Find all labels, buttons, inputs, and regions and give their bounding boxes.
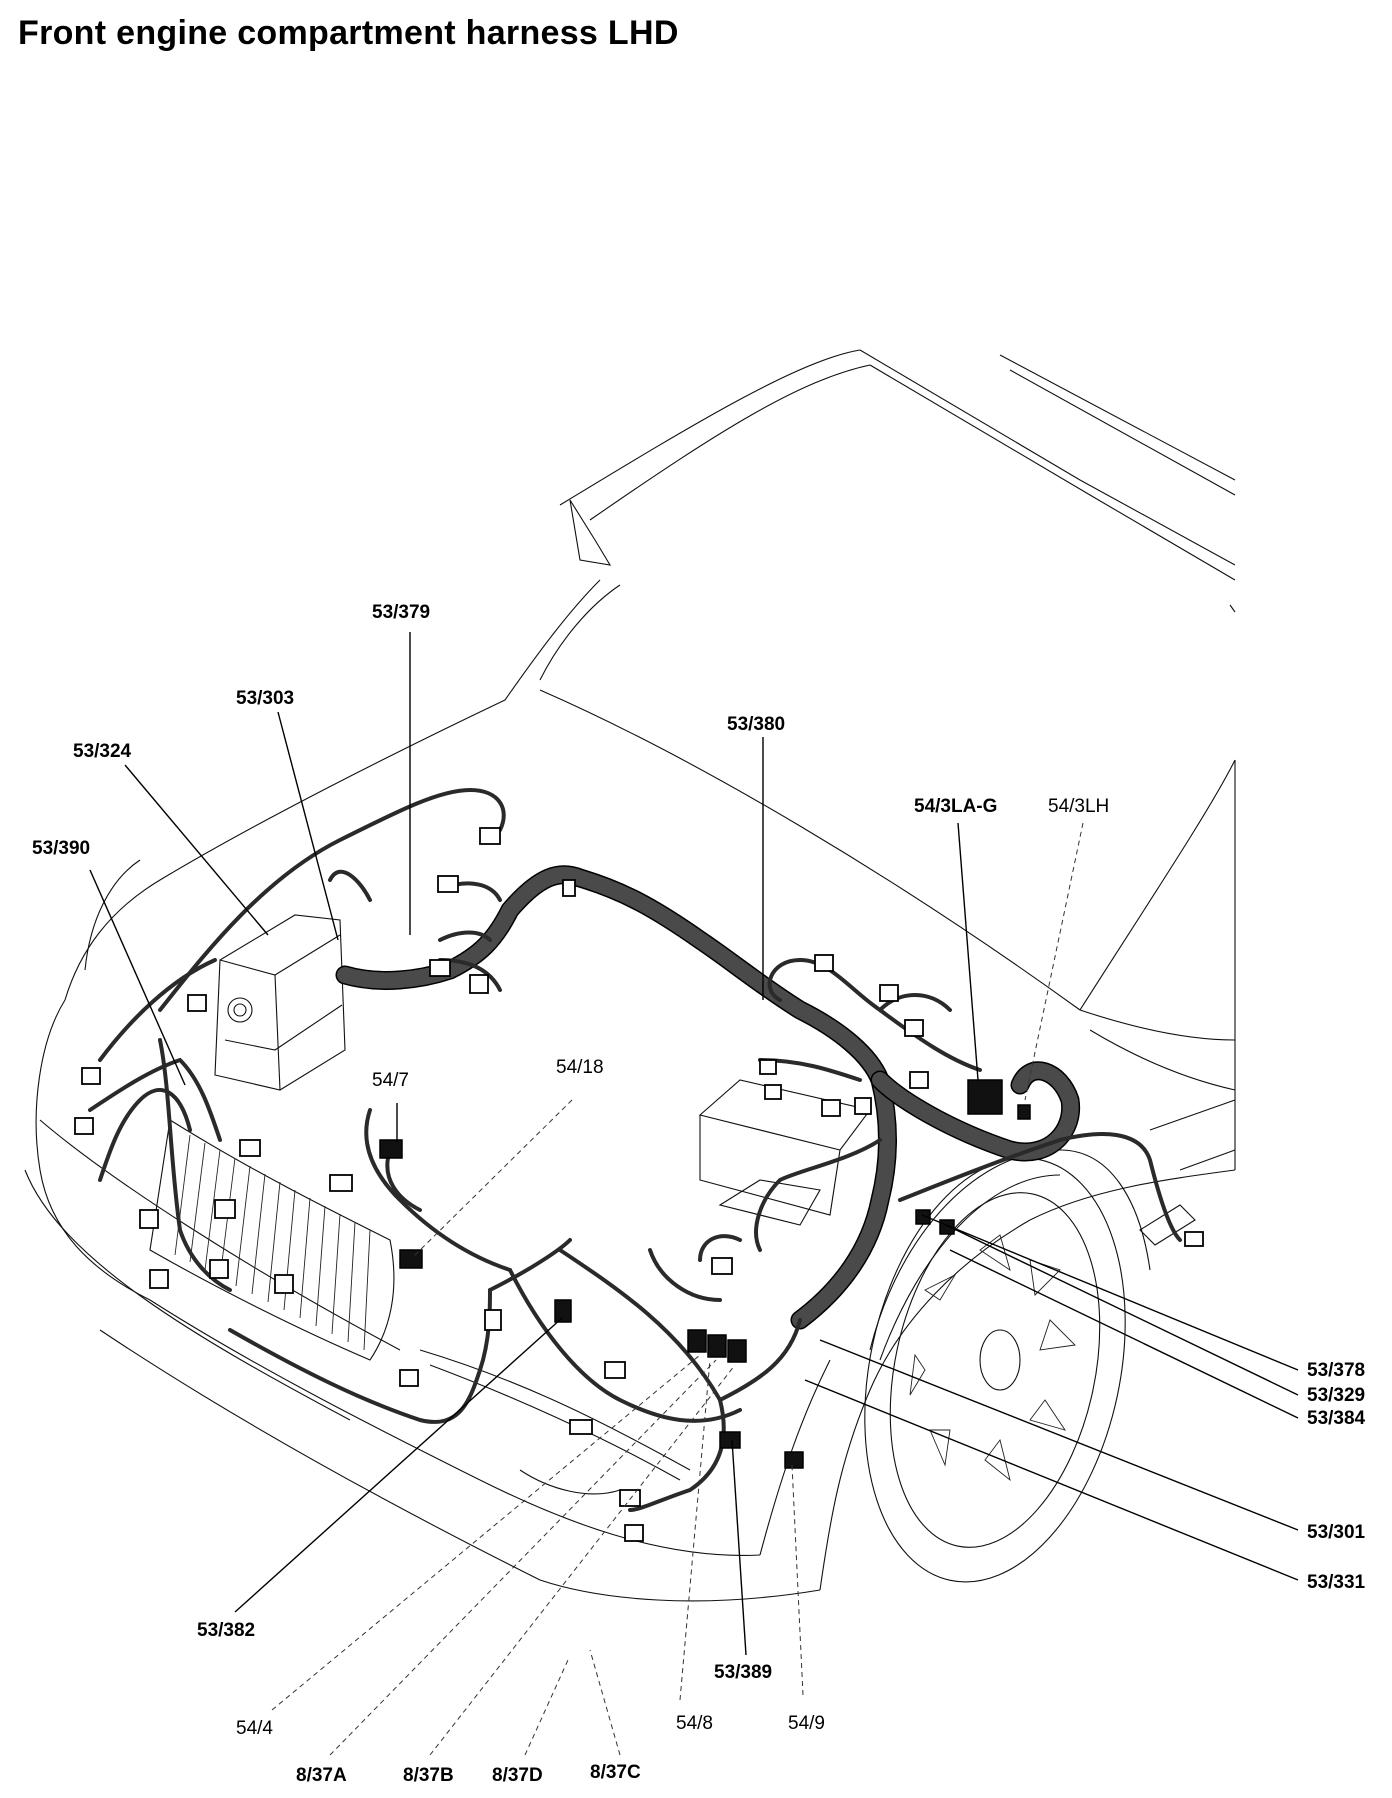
label-8-37c: 8/37C [590, 1762, 641, 1783]
label-53-324: 53/324 [73, 741, 132, 762]
connector [469, 974, 489, 994]
connector-53-382 [554, 1299, 572, 1323]
leader-lines [89, 632, 1299, 1756]
coolant-reservoir [214, 914, 346, 1091]
label-53-378: 53/378 [1307, 1360, 1366, 1381]
label-54-4: 54/4 [236, 1718, 273, 1739]
connector [399, 1369, 419, 1387]
page-title: Front engine compartment harness LHD [18, 14, 679, 52]
connector [764, 1084, 782, 1100]
label-54-8: 54/8 [676, 1713, 713, 1734]
connector [187, 994, 207, 1012]
label-53-382: 53/382 [197, 1620, 256, 1641]
label-53-329: 53/329 [1307, 1385, 1366, 1406]
label-53-389: 53/389 [714, 1662, 773, 1683]
label-54-3la-g: 54/3LA-G [914, 796, 998, 817]
connector [711, 1257, 733, 1275]
connector [619, 1489, 641, 1507]
connector-54-7 [379, 1139, 403, 1159]
connector-53-378 [915, 1209, 931, 1225]
connector [759, 1059, 777, 1075]
connector [624, 1524, 644, 1542]
label-53-380: 53/380 [727, 714, 786, 735]
connector [1184, 1231, 1204, 1247]
connector [81, 1067, 101, 1085]
connector [562, 879, 576, 897]
label-53-384: 53/384 [1307, 1408, 1366, 1429]
connector [274, 1274, 294, 1294]
label-53-379: 53/379 [372, 602, 431, 623]
label-54-3lh: 54/3LH [1048, 796, 1110, 817]
connector [854, 1097, 872, 1115]
connector [149, 1269, 169, 1289]
connector-8-37 [707, 1334, 727, 1358]
connector [437, 875, 459, 893]
label-54-7: 54/7 [372, 1070, 409, 1091]
label-53-301: 53/301 [1307, 1522, 1366, 1543]
label-54-9: 54/9 [788, 1713, 825, 1734]
label-54-18: 54/18 [556, 1057, 604, 1078]
connector-8-37 [727, 1339, 747, 1363]
label-53-303: 53/303 [236, 688, 295, 709]
connector-54-3lh [1017, 1104, 1031, 1120]
car-body-outline [24, 349, 1236, 1602]
connector [479, 827, 501, 845]
connector [814, 954, 834, 972]
connector-8-37 [687, 1329, 707, 1353]
label-8-37d: 8/37D [492, 1765, 543, 1786]
connector [139, 1209, 159, 1229]
connector [214, 1199, 236, 1219]
connector [239, 1139, 261, 1157]
connector [484, 1309, 502, 1331]
connector [429, 959, 451, 977]
label-53-331: 53/331 [1307, 1572, 1366, 1593]
connector [209, 1259, 229, 1279]
connector-54-9 [784, 1451, 804, 1469]
connector [909, 1071, 929, 1089]
label-8-37a: 8/37A [296, 1765, 347, 1786]
connector [821, 1099, 841, 1117]
connector-54-3la-g [967, 1079, 1003, 1115]
connector [569, 1419, 593, 1435]
connector [329, 1174, 353, 1192]
connector [879, 984, 899, 1002]
connector [604, 1361, 626, 1379]
label-53-390: 53/390 [32, 838, 91, 859]
connector-54-18 [399, 1249, 423, 1269]
connector [74, 1117, 94, 1135]
connector [904, 1019, 924, 1037]
label-8-37b: 8/37B [403, 1765, 454, 1786]
connectors [74, 827, 1204, 1542]
harness-bundles [88, 787, 1182, 1512]
connector-53-389 [719, 1431, 741, 1449]
